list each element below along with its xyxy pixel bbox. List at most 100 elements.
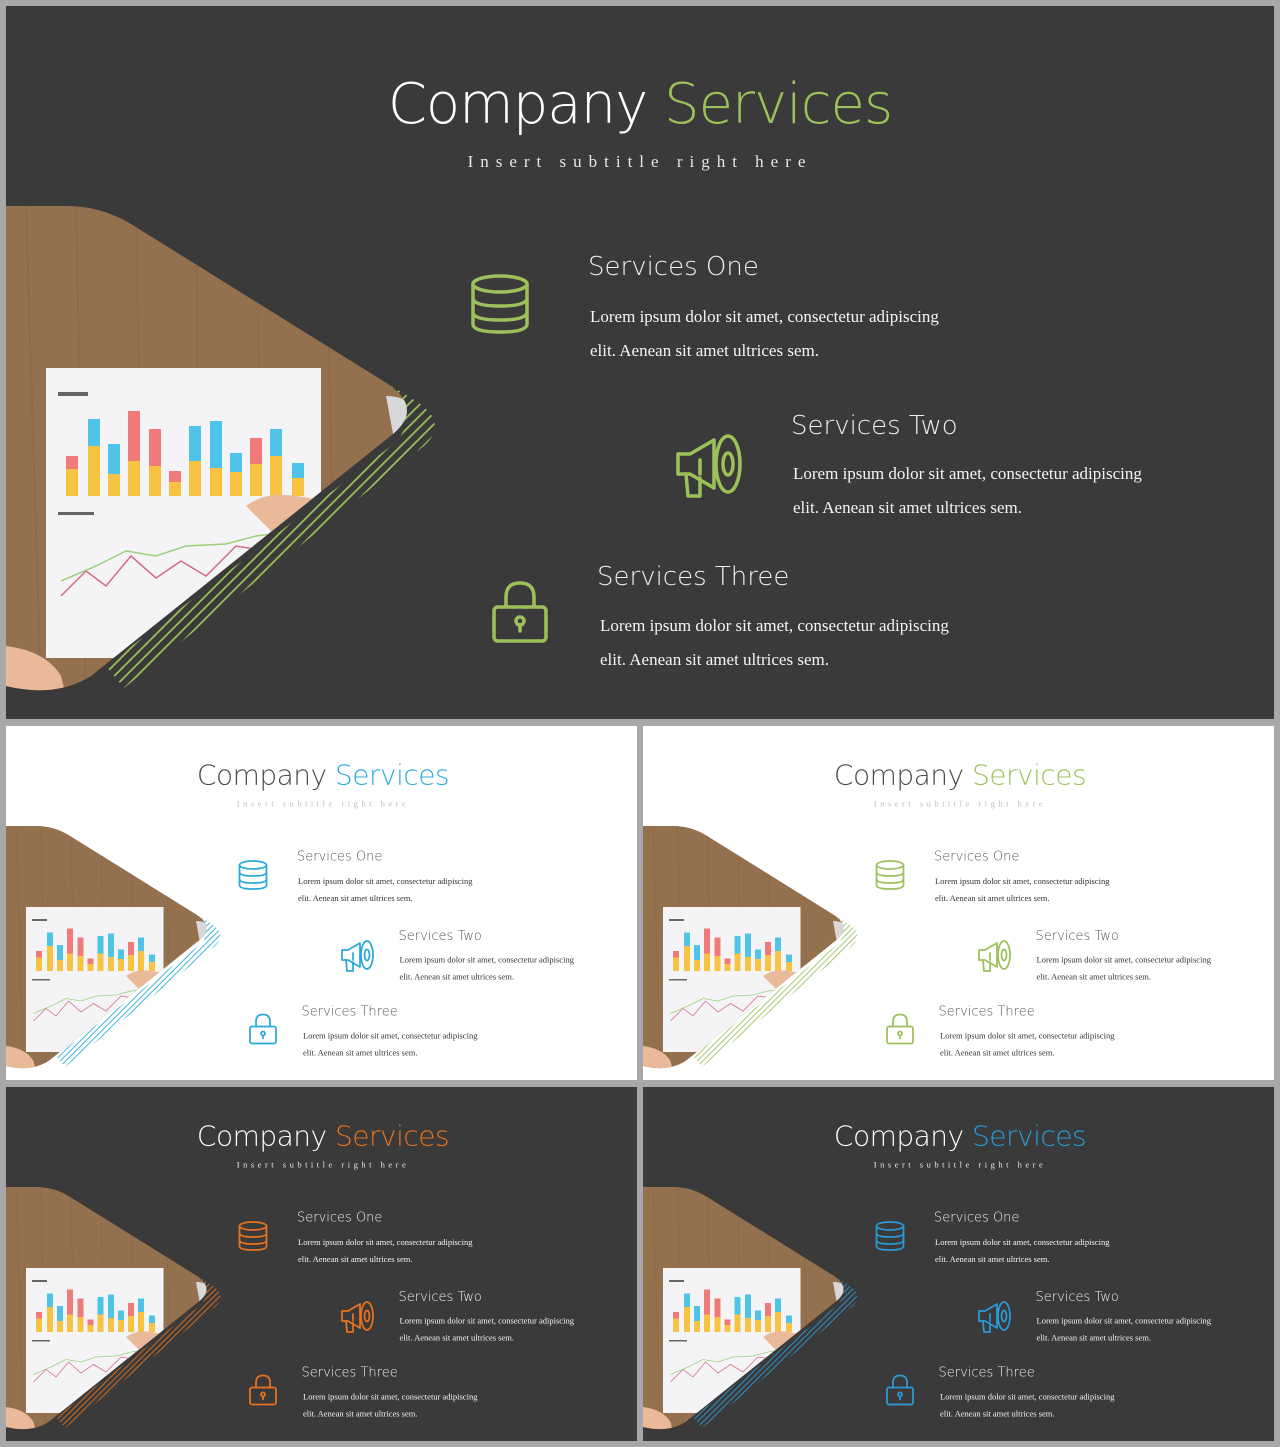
title-word-company: Company [196, 1120, 327, 1153]
service-three-text: Lorem ipsum dolor sit amet, consectetur … [303, 1028, 513, 1062]
service-three-line2: elit. Aenean sit amet ultrices sem. [940, 1409, 1055, 1419]
service-one-line1: Lorem ipsum dolor sit amet, consectetur … [935, 876, 1110, 887]
slide-subtitle: Insert subtitle right here [873, 799, 1047, 809]
service-two-line2: elit. Aenean sit amet ultrices sem. [399, 1333, 514, 1343]
title-word-company: Company [387, 72, 648, 137]
service-two-line2: elit. Aenean sit amet ultrices sem. [399, 972, 514, 982]
photo-triangle [6, 826, 226, 1071]
service-three-text: Lorem ipsum dolor sit amet, consectetur … [303, 1389, 513, 1423]
service-two-line2: elit. Aenean sit amet ultrices sem. [793, 498, 1022, 517]
service-three-title: Services Three [597, 562, 790, 592]
service-one-text: Lorem ipsum dolor sit amet, consectetur … [590, 300, 1010, 368]
service-one-line2: elit. Aenean sit amet ultrices sem. [590, 341, 819, 360]
service-one-text: Lorem ipsum dolor sit amet, consectetur … [298, 873, 508, 907]
service-three-line1: Lorem ipsum dolor sit amet, consectetur … [940, 1392, 1115, 1402]
slide-light-blue[interactable]: Company Services Insert subtitle right h… [6, 726, 637, 1080]
service-one-text: Lorem ipsum dolor sit amet, consectetur … [935, 1234, 1145, 1268]
megaphone-icon [340, 1299, 376, 1335]
service-one-text: Lorem ipsum dolor sit amet, consectetur … [298, 1234, 508, 1268]
photo-triangle [643, 1187, 863, 1432]
service-two-line2: elit. Aenean sit amet ultrices sem. [1036, 1333, 1151, 1343]
service-two-text: Lorem ipsum dolor sit amet, consectetur … [1037, 952, 1247, 986]
service-three-line1: Lorem ipsum dolor sit amet, consectetur … [303, 1392, 478, 1402]
slide-large-dark-green[interactable]: Company Services Insert subtitle right h… [6, 6, 1274, 719]
service-two-title: Services Two [1035, 928, 1119, 944]
service-one-line2: elit. Aenean sit amet ultrices sem. [298, 893, 413, 904]
slide-dark-orange[interactable]: Company Services Insert subtitle right h… [6, 1087, 637, 1441]
slide-subtitle: Insert subtitle right here [467, 152, 813, 171]
lock-icon [490, 579, 550, 645]
lock-icon [885, 1013, 915, 1046]
chart-photo-image [6, 206, 435, 691]
chart-photo-image [643, 826, 858, 1069]
megaphone-icon [340, 938, 376, 974]
title-word-services: Services [335, 1120, 450, 1153]
title-word-services: Services [664, 72, 893, 137]
slide-dark-blue[interactable]: Company Services Insert subtitle right h… [643, 1087, 1274, 1441]
slide-subtitle: Insert subtitle right here [873, 1160, 1047, 1170]
slide-light-green[interactable]: Company Services Insert subtitle right h… [643, 726, 1274, 1080]
slide-title: Company Services [6, 759, 637, 792]
title-word-company: Company [833, 759, 964, 792]
service-three-line1: Lorem ipsum dolor sit amet, consectetur … [600, 616, 949, 635]
photo-triangle [6, 206, 446, 696]
service-two-line1: Lorem ipsum dolor sit amet, consectetur … [793, 464, 1142, 483]
service-one-line2: elit. Aenean sit amet ultrices sem. [935, 893, 1050, 904]
service-two-title: Services Two [1035, 1289, 1119, 1305]
megaphone-icon [977, 938, 1013, 974]
service-one-line1: Lorem ipsum dolor sit amet, consectetur … [298, 876, 473, 887]
database-icon [237, 1220, 269, 1252]
slide-subtitle: Insert subtitle right here [236, 799, 410, 809]
service-one-line2: elit. Aenean sit amet ultrices sem. [935, 1254, 1050, 1265]
service-one-title: Services One [934, 849, 1020, 864]
service-two-line1: Lorem ipsum dolor sit amet, consectetur … [399, 1316, 574, 1326]
service-two-title: Services Two [398, 1289, 482, 1305]
title-word-services: Services [972, 1120, 1087, 1153]
service-three-line2: elit. Aenean sit amet ultrices sem. [303, 1048, 418, 1058]
service-three-line2: elit. Aenean sit amet ultrices sem. [600, 650, 829, 669]
service-three-text: Lorem ipsum dolor sit amet, consectetur … [940, 1389, 1150, 1423]
service-three-line2: elit. Aenean sit amet ultrices sem. [940, 1048, 1055, 1058]
slide-title: Company Services [6, 72, 1274, 137]
slide-title: Company Services [6, 1120, 637, 1153]
title-word-company: Company [196, 759, 327, 792]
title-word-services: Services [335, 759, 450, 792]
service-three-line1: Lorem ipsum dolor sit amet, consectetur … [303, 1031, 478, 1041]
service-two-line1: Lorem ipsum dolor sit amet, consectetur … [1036, 1316, 1211, 1326]
service-two-text: Lorem ipsum dolor sit amet, consectetur … [400, 952, 610, 986]
service-one-title: Services One [934, 1210, 1020, 1225]
service-one-line1: Lorem ipsum dolor sit amet, consectetur … [298, 1237, 473, 1248]
service-three-title: Services Three [301, 1004, 398, 1019]
service-one-title: Services One [297, 849, 383, 864]
database-icon [874, 1220, 906, 1252]
service-two-text: Lorem ipsum dolor sit amet, consectetur … [400, 1313, 610, 1347]
service-one-line1: Lorem ipsum dolor sit amet, consectetur … [935, 1237, 1110, 1248]
service-two-title: Services Two [791, 411, 958, 441]
service-two-text: Lorem ipsum dolor sit amet, consectetur … [1037, 1313, 1247, 1347]
service-one-title: Services One [297, 1210, 383, 1225]
title-word-company: Company [833, 1120, 964, 1153]
service-three-text: Lorem ipsum dolor sit amet, consectetur … [940, 1028, 1150, 1062]
service-three-title: Services Three [938, 1004, 1035, 1019]
service-two-title: Services Two [398, 928, 482, 944]
chart-photo-image [6, 826, 221, 1069]
service-three-text: Lorem ipsum dolor sit amet, consectetur … [600, 609, 1020, 677]
service-two-text: Lorem ipsum dolor sit amet, consectetur … [793, 457, 1213, 525]
photo-triangle [6, 1187, 226, 1432]
service-one-text: Lorem ipsum dolor sit amet, consectetur … [935, 873, 1145, 907]
service-two-line2: elit. Aenean sit amet ultrices sem. [1036, 972, 1151, 982]
service-three-title: Services Three [938, 1365, 1035, 1380]
database-icon [874, 859, 906, 891]
chart-photo-image [6, 1187, 221, 1430]
lock-icon [248, 1013, 278, 1046]
chart-photo-image [643, 1187, 858, 1430]
megaphone-icon [674, 430, 746, 502]
title-word-services: Services [972, 759, 1087, 792]
service-two-line1: Lorem ipsum dolor sit amet, consectetur … [1036, 955, 1211, 965]
service-three-title: Services Three [301, 1365, 398, 1380]
lock-icon [248, 1374, 278, 1407]
service-three-line2: elit. Aenean sit amet ultrices sem. [303, 1409, 418, 1419]
slide-subtitle: Insert subtitle right here [236, 1160, 410, 1170]
service-one-line2: elit. Aenean sit amet ultrices sem. [298, 1254, 413, 1265]
service-two-line1: Lorem ipsum dolor sit amet, consectetur … [399, 955, 574, 965]
